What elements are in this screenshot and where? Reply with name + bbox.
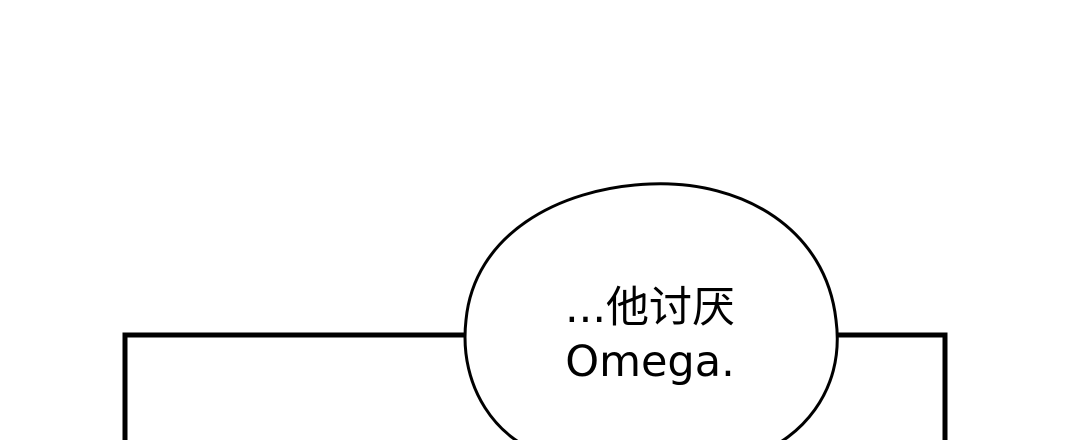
speech-bubble (463, 182, 839, 440)
speech-bubble-text: ...他讨厌 Omega. (500, 282, 800, 390)
speech-line-2: Omega. (565, 336, 735, 387)
speech-line-1: ...他讨厌 (564, 283, 735, 333)
